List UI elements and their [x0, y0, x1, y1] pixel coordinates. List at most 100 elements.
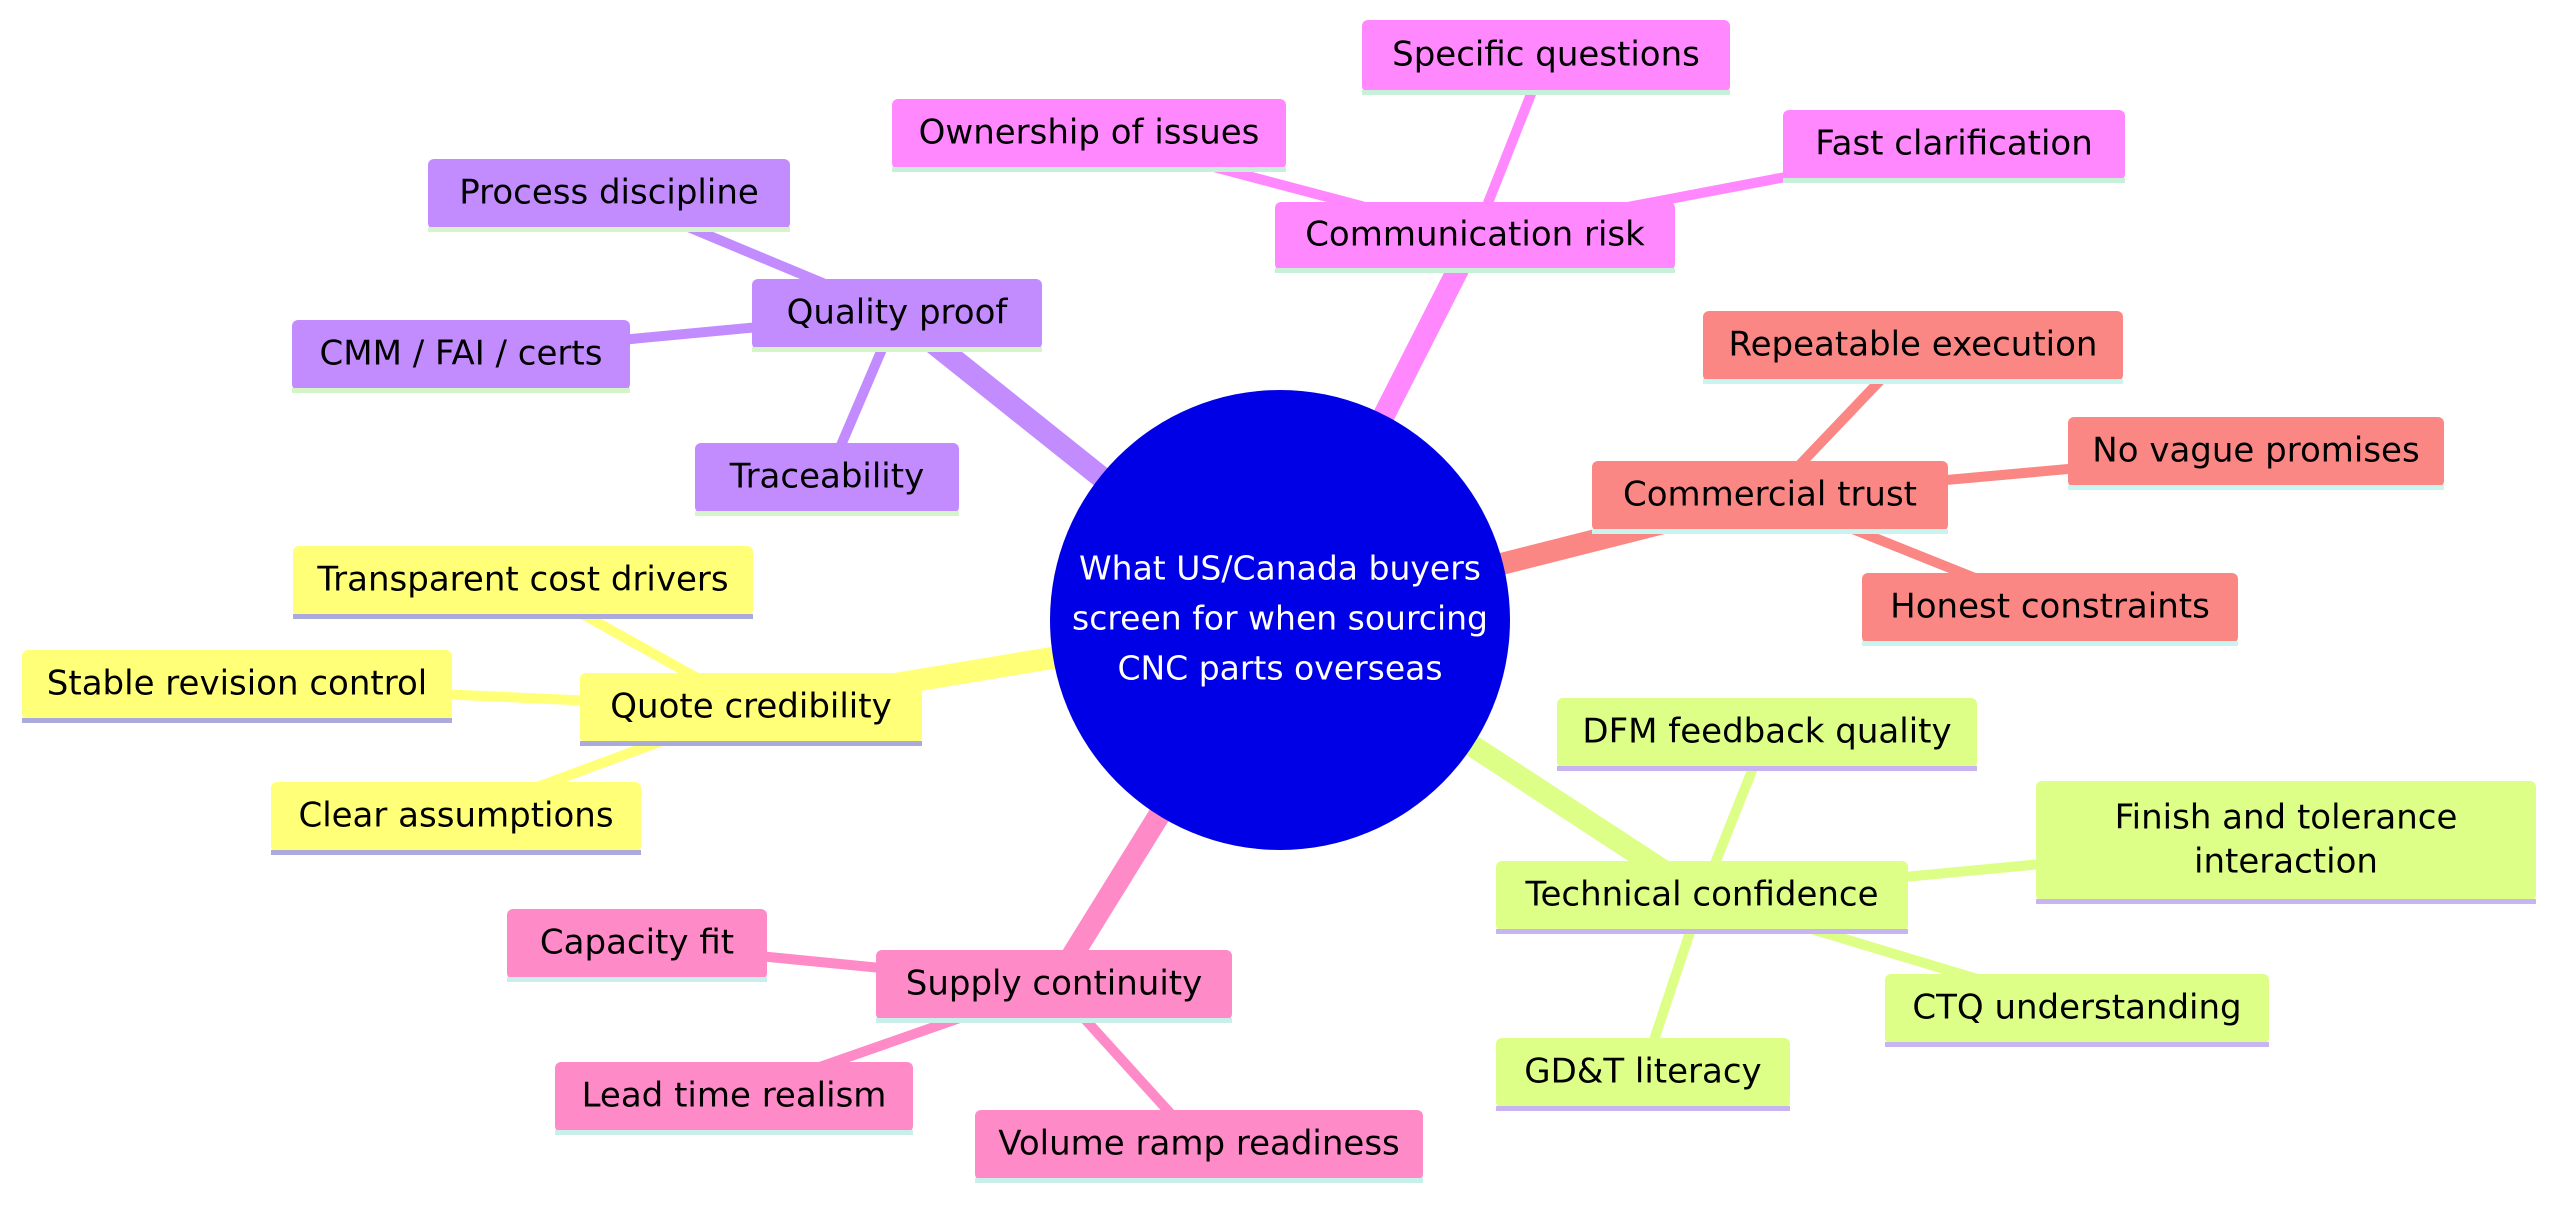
node-underline [428, 227, 790, 232]
node-label: Specific questions [1392, 35, 1700, 75]
node-repeatable-execution[interactable]: Repeatable execution [1703, 311, 2123, 384]
node-ownership-of-issues[interactable]: Ownership of issues [892, 99, 1286, 172]
node-underline [752, 347, 1042, 352]
node-box [428, 159, 790, 229]
node-label: Transparent cost drivers [316, 560, 728, 600]
node-label: GD&T literacy [1524, 1052, 1761, 1092]
node-box [876, 950, 1232, 1020]
node-process-discipline[interactable]: Process discipline [428, 159, 790, 232]
node-box [271, 782, 641, 852]
node-clear-assumptions[interactable]: Clear assumptions [271, 782, 641, 855]
node-underline [1275, 268, 1675, 273]
node-box [555, 1062, 913, 1132]
central-topic-label: screen for when sourcing [1072, 599, 1488, 638]
node-stable-revision-control[interactable]: Stable revision control [22, 650, 452, 723]
node-label: Clear assumptions [298, 796, 613, 836]
node-label: interaction [2194, 842, 2378, 882]
node-underline [1885, 1042, 2269, 1047]
node-volume-ramp-readiness[interactable]: Volume ramp readiness [975, 1110, 1423, 1183]
node-box [2068, 417, 2444, 487]
node-underline [1862, 641, 2238, 646]
node-label: Capacity fit [540, 923, 734, 963]
node-box [1496, 861, 1908, 931]
node-ctq-understanding[interactable]: CTQ understanding [1885, 974, 2269, 1047]
node-label: Fast clarification [1815, 124, 2093, 164]
node-box [580, 673, 922, 743]
node-underline [695, 511, 959, 516]
node-label: Quote credibility [610, 687, 891, 727]
node-label: CMM / FAI / certs [320, 334, 603, 374]
node-label: Honest constraints [1890, 587, 2210, 627]
node-box [1885, 974, 2269, 1044]
node-label: Communication risk [1305, 215, 1645, 255]
node-label: Quality proof [787, 293, 1009, 333]
node-capacity-fit[interactable]: Capacity fit [507, 909, 767, 982]
node-underline [271, 850, 641, 855]
node-label: Ownership of issues [919, 113, 1260, 153]
node-box [293, 546, 753, 616]
node-cmm-fai-certs[interactable]: CMM / FAI / certs [292, 320, 630, 393]
node-box [1496, 1038, 1790, 1108]
node-underline [507, 977, 767, 982]
node-box [1783, 110, 2125, 180]
node-commercial-trust[interactable]: Commercial trust [1592, 461, 1948, 534]
node-specific-questions[interactable]: Specific questions [1362, 20, 1730, 95]
node-label: Traceability [729, 457, 924, 497]
node-traceability[interactable]: Traceability [695, 443, 959, 516]
node-underline [293, 614, 753, 619]
node-label: Lead time realism [582, 1076, 887, 1116]
node-label: Commercial trust [1623, 475, 1917, 515]
node-underline [975, 1178, 1423, 1183]
node-underline [876, 1018, 1232, 1023]
node-transparent-cost-drivers[interactable]: Transparent cost drivers [293, 546, 753, 619]
node-box [975, 1110, 1423, 1180]
node-quote-credibility[interactable]: Quote credibility [580, 673, 922, 746]
node-underline [555, 1130, 913, 1135]
node-honest-constraints[interactable]: Honest constraints [1862, 573, 2238, 646]
node-lead-time-realism[interactable]: Lead time realism [555, 1062, 913, 1135]
node-communication-risk[interactable]: Communication risk [1275, 202, 1675, 273]
central-topic-circle[interactable] [1050, 390, 1510, 850]
node-label: CTQ understanding [1912, 988, 2241, 1028]
node-gdt-literacy[interactable]: GD&T literacy [1496, 1038, 1790, 1111]
node-box [892, 99, 1286, 169]
node-label: Finish and tolerance [2115, 798, 2458, 838]
node-box [1862, 573, 2238, 643]
node-underline [1783, 178, 2125, 183]
node-box [1275, 202, 1675, 270]
node-underline [22, 718, 452, 723]
node-underline [2036, 899, 2536, 904]
central-topic-label: CNC parts overseas [1117, 649, 1442, 688]
node-box [1557, 698, 1977, 768]
node-box [507, 909, 767, 979]
node-box [1703, 311, 2123, 381]
node-label: Stable revision control [47, 664, 427, 704]
node-label: Supply continuity [906, 964, 1203, 1004]
node-box [752, 279, 1042, 349]
node-label: Volume ramp readiness [998, 1124, 1400, 1164]
node-underline [1592, 529, 1948, 534]
node-label: Process discipline [459, 173, 759, 213]
node-label: No vague promises [2092, 431, 2419, 471]
node-box [22, 650, 452, 720]
node-no-vague-promises[interactable]: No vague promises [2068, 417, 2444, 490]
node-quality-proof[interactable]: Quality proof [752, 279, 1042, 352]
node-box [1592, 461, 1948, 531]
node-fast-clarification[interactable]: Fast clarification [1783, 110, 2125, 183]
node-underline [292, 388, 630, 393]
node-supply-continuity[interactable]: Supply continuity [876, 950, 1232, 1023]
node-label: Repeatable execution [1729, 325, 2098, 365]
node-underline [1557, 766, 1977, 771]
node-underline [892, 167, 1286, 172]
node-technical-confidence[interactable]: Technical confidence [1496, 861, 1908, 934]
node-underline [1496, 929, 1908, 934]
node-box [2036, 781, 2536, 901]
node-underline [1496, 1106, 1790, 1111]
node-label: DFM feedback quality [1582, 712, 1951, 752]
node-dfm-feedback-quality[interactable]: DFM feedback quality [1557, 698, 1977, 771]
node-label: Technical confidence [1524, 875, 1878, 915]
